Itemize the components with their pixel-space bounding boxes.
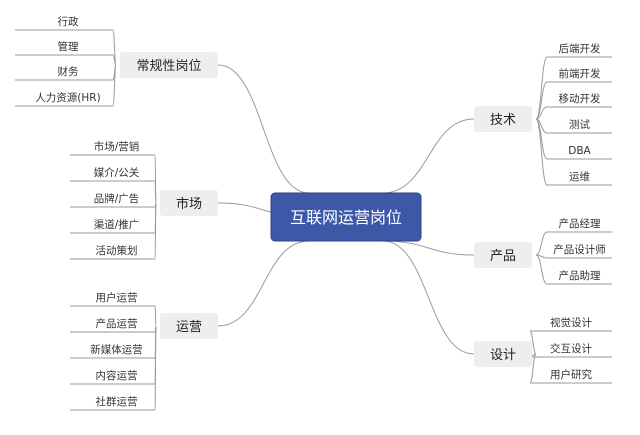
branch-node-product: 产品 bbox=[474, 242, 532, 268]
leaf-label-product-1: 产品设计师 bbox=[553, 243, 606, 256]
branch-label-general: 常规性岗位 bbox=[136, 59, 201, 74]
link-design-leaf-0 bbox=[529, 330, 537, 355]
branch-box-product bbox=[474, 242, 532, 268]
leaf-label-design-2: 用户研究 bbox=[550, 368, 592, 381]
leaf-label-market-3: 渠道/推广 bbox=[94, 218, 140, 231]
branch-node-design: 设计 bbox=[474, 341, 532, 367]
branch-node-tech: 技术 bbox=[474, 106, 532, 132]
leaf-label-tech-4: DBA bbox=[568, 145, 591, 157]
leaf-label-ops-1: 产品运营 bbox=[96, 317, 138, 330]
central-node-label: 互联网运营岗位 bbox=[290, 208, 402, 227]
leaf-label-market-4: 活动策划 bbox=[96, 244, 138, 257]
leaf-label-general-0: 行政 bbox=[58, 15, 79, 28]
branch-box-market bbox=[160, 190, 218, 216]
branch-label-product: 产品 bbox=[490, 249, 516, 264]
leaf-label-ops-0: 用户运营 bbox=[96, 291, 138, 304]
link-market-leaf-1 bbox=[154, 180, 157, 204]
branch-label-market: 市场 bbox=[176, 196, 202, 212]
branch-box-general bbox=[120, 52, 218, 78]
leaf-label-ops-3: 内容运营 bbox=[96, 369, 138, 382]
leaf-label-product-0: 产品经理 bbox=[559, 217, 601, 230]
link-market-leaf-4 bbox=[154, 202, 157, 260]
branch-node-market: 市场 bbox=[160, 190, 218, 216]
link-ops-leaf-0 bbox=[154, 305, 157, 327]
leaf-label-design-0: 视觉设计 bbox=[550, 316, 592, 329]
branch-box-design bbox=[474, 341, 532, 367]
leaf-label-general-2: 财务 bbox=[58, 65, 79, 78]
leaf-label-ops-2: 新媒体运营 bbox=[90, 343, 143, 356]
leaf-label-product-2: 产品助理 bbox=[559, 269, 601, 282]
branch-label-tech: 技术 bbox=[490, 113, 516, 128]
leaf-label-tech-3: 测试 bbox=[569, 118, 590, 131]
branch-node-general: 常规性岗位 bbox=[120, 52, 218, 78]
link-product-leaf-0 bbox=[535, 231, 548, 256]
branch-node-ops: 运营 bbox=[160, 313, 218, 339]
link-general-leaf-3 bbox=[112, 64, 117, 107]
leaf-label-market-1: 媒介/公关 bbox=[94, 166, 140, 179]
link-ops-leaf-4 bbox=[154, 325, 157, 411]
connector-lines bbox=[15, 29, 612, 411]
link-center-to-ops bbox=[217, 240, 310, 327]
branch-box-tech bbox=[474, 106, 532, 132]
link-center-to-tech bbox=[382, 118, 475, 194]
central-node: 互联网运营岗位 bbox=[270, 192, 422, 242]
leaf-label-general-1: 管理 bbox=[58, 40, 79, 53]
leaf-label-tech-1: 前端开发 bbox=[559, 67, 601, 80]
branch-label-ops: 运营 bbox=[176, 320, 202, 335]
branch-label-design: 设计 bbox=[490, 348, 516, 363]
link-center-to-product bbox=[382, 240, 475, 256]
leaf-label-ops-4: 社群运营 bbox=[96, 395, 138, 408]
leaf-label-tech-0: 后端开发 bbox=[559, 42, 601, 55]
central-node-box bbox=[270, 192, 422, 242]
leaf-label-tech-5: 运维 bbox=[569, 170, 590, 183]
branch-box-ops bbox=[160, 313, 218, 339]
leaf-label-market-0: 市场/营销 bbox=[94, 140, 140, 153]
link-center-to-design bbox=[382, 240, 475, 355]
leaf-label-market-2: 品牌/广告 bbox=[94, 192, 140, 205]
link-tech-leaf-5 bbox=[535, 118, 548, 186]
leaf-label-general-3: 人力资源(HR) bbox=[35, 91, 100, 104]
link-tech-leaf-0 bbox=[535, 56, 548, 120]
link-center-to-general bbox=[217, 64, 310, 194]
link-product-leaf-2 bbox=[535, 254, 548, 285]
leaf-label-tech-2: 移动开发 bbox=[559, 92, 601, 105]
link-tech-leaf-1 bbox=[535, 81, 548, 120]
link-tech-leaf-2 bbox=[535, 106, 548, 120]
link-design-leaf-2 bbox=[529, 353, 537, 384]
leaf-label-design-1: 交互设计 bbox=[550, 342, 592, 355]
